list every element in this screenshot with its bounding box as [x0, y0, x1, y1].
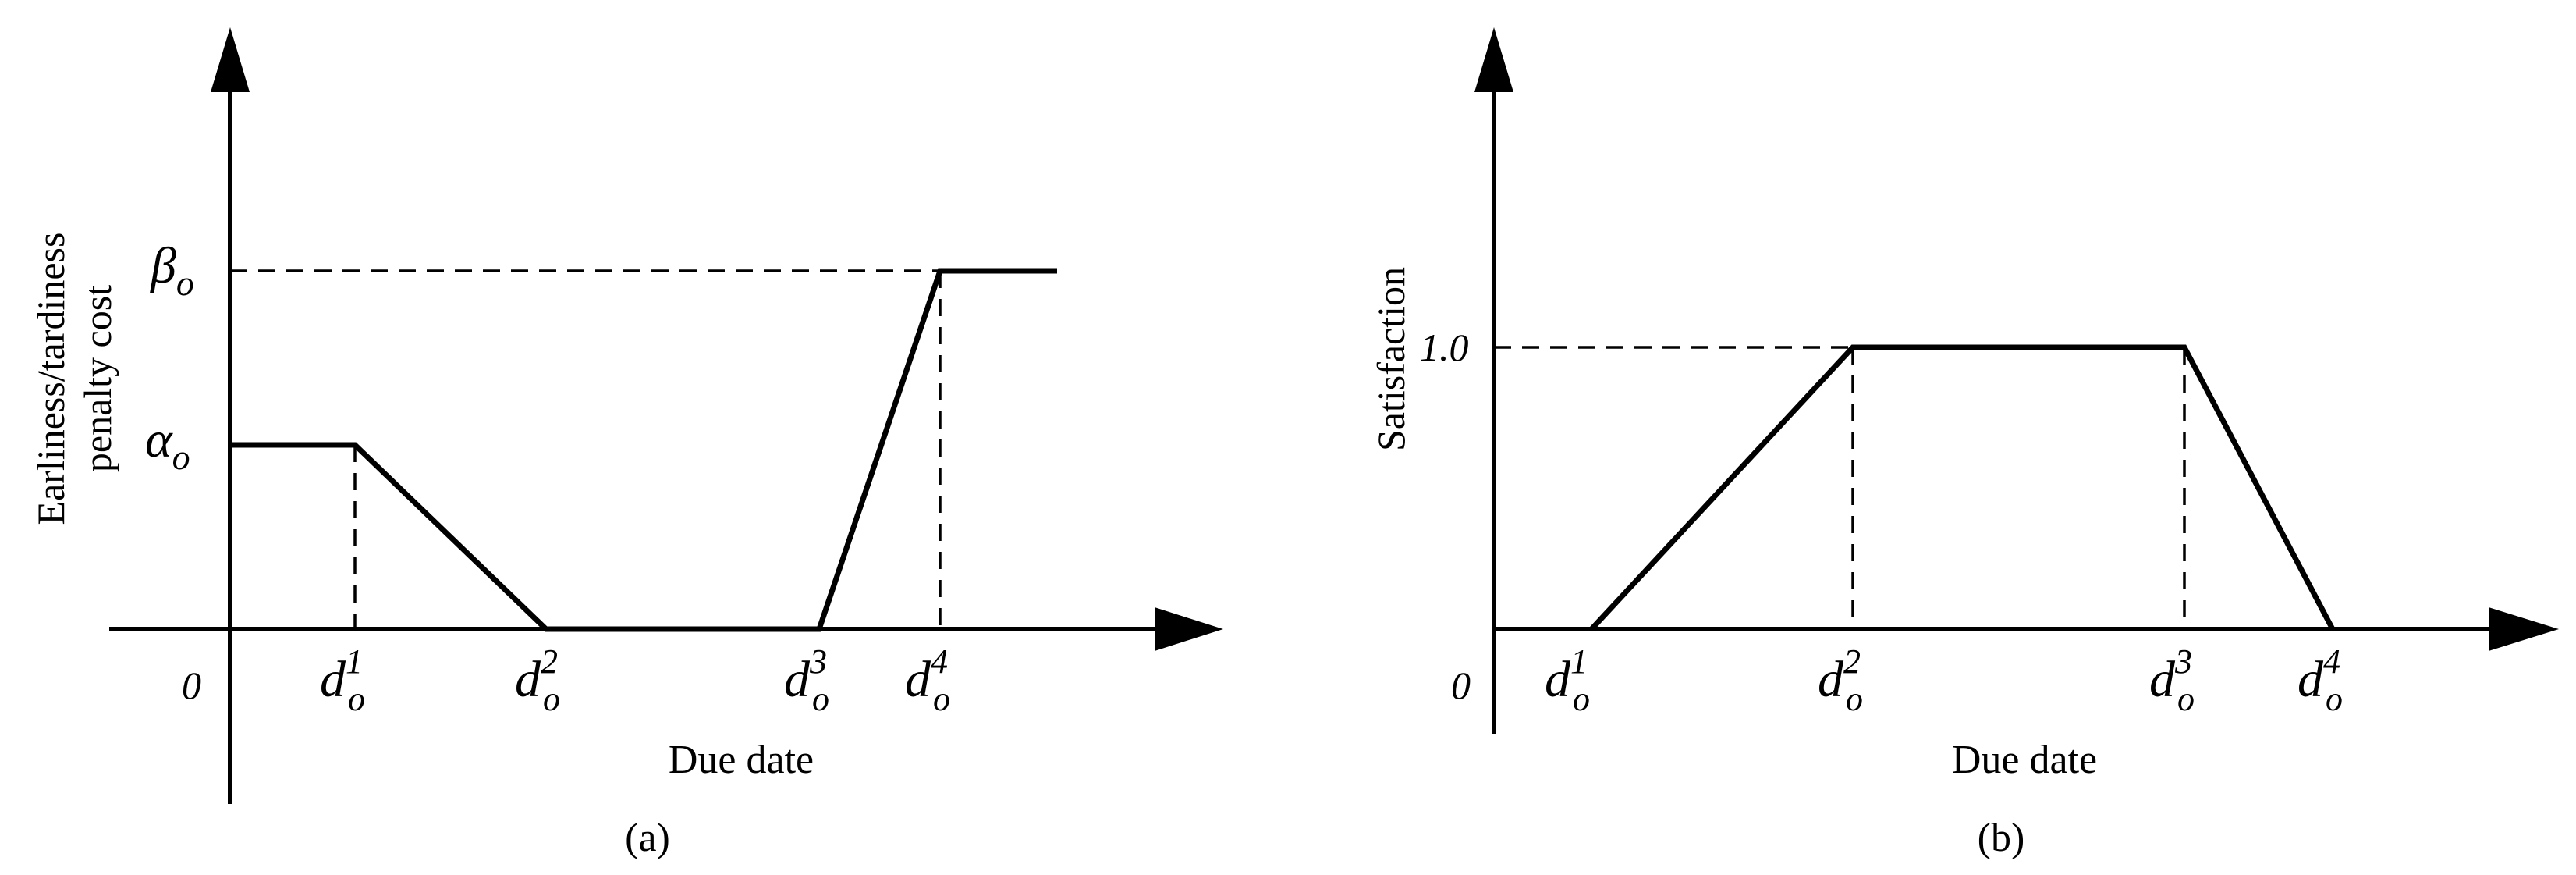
panel-b-tick-d2-sub: o — [1846, 680, 1863, 718]
panel-b-origin-label: 0 — [1451, 663, 1471, 707]
panel-a-tick-d2: d2 — [515, 642, 558, 708]
panel-a-tick-d3: d3 — [784, 642, 827, 708]
panel-a-tick-d3-sub: o — [812, 680, 829, 718]
panel-a-origin-label: 0 — [182, 663, 201, 707]
panel-b-tick-d1: d1 — [1545, 642, 1588, 708]
panel-b-x-label: Due date — [1952, 738, 2097, 782]
panel-b-y-label: Satisfaction — [1369, 267, 1413, 451]
panel-a-tick-d4-sub: o — [933, 680, 950, 718]
panel-a-x-label: Due date — [669, 738, 814, 782]
panel-b-tick-d2: d2 — [1818, 642, 1861, 708]
panel-a-y-label-line1: Earliness/tardiness — [29, 233, 73, 525]
panel-b-level-label: 1.0 — [1420, 325, 1469, 369]
panel-a-alpha-label: αo — [145, 411, 190, 477]
panel-a-y-label-line2: penalty cost — [76, 285, 119, 472]
panel-a: Earliness/tardiness penalty cost αo βo 0… — [29, 27, 1223, 860]
panel-b: Satisfaction 1.0 0 d1 o d2 o d3 o d4 o D… — [1369, 27, 2559, 860]
panel-a-y-axis-arrow — [211, 27, 250, 92]
panel-a-tick-d4: d4 — [905, 642, 948, 708]
panel-b-tick-d1-sub: o — [1573, 680, 1590, 718]
panel-b-x-axis-arrow — [2489, 607, 2559, 651]
panel-a-penalty-curve — [230, 268, 1057, 632]
panel-b-caption: (b) — [1978, 816, 2025, 860]
panel-b-tick-d4-sub: o — [2326, 680, 2343, 718]
panel-a-tick-d2-sub: o — [543, 680, 560, 718]
panel-a-tick-d1-sub: o — [348, 680, 365, 718]
panel-a-tick-d1: d1 — [320, 642, 363, 708]
panel-b-tick-d3-sub: o — [2177, 680, 2195, 718]
panel-b-y-axis-arrow — [1474, 27, 1513, 92]
panel-b-tick-d4: d4 — [2297, 642, 2340, 708]
panel-a-x-axis-arrow — [1155, 607, 1223, 651]
panel-a-caption: (a) — [625, 816, 670, 860]
panel-a-beta-label: βo — [149, 237, 194, 303]
panel-b-tick-d3: d3 — [2149, 642, 2192, 708]
panel-b-satisfaction-curve — [1589, 344, 2336, 631]
